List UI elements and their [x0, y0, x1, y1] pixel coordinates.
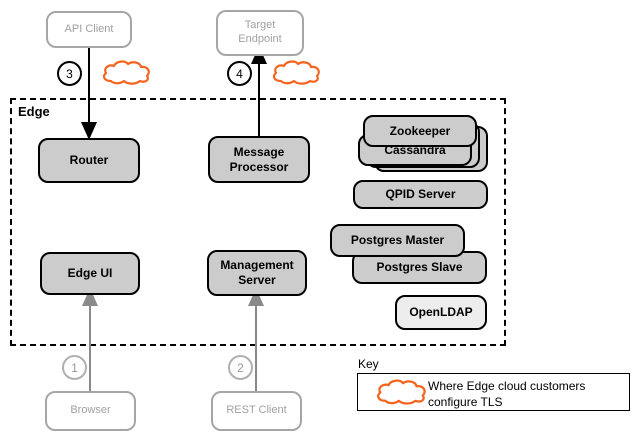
- key-entry-text: Where Edge cloud customers configure TLS: [428, 379, 586, 410]
- edge-boundary-label: Edge: [18, 104, 50, 119]
- step-marker-2-number: 2: [237, 360, 244, 375]
- node-management-server-label: Management Server: [220, 258, 294, 287]
- cloud-icon-step-4: [272, 60, 320, 85]
- step-marker-4[interactable]: 4: [227, 61, 252, 86]
- node-edge-ui[interactable]: Edge UI: [40, 252, 140, 295]
- node-router[interactable]: Router: [38, 138, 140, 183]
- key-box: [357, 373, 630, 411]
- node-openldap-label: OpenLDAP: [409, 305, 473, 319]
- step-marker-1[interactable]: 1: [62, 355, 87, 380]
- node-postgres-master[interactable]: Postgres Master: [330, 224, 465, 257]
- node-postgres-slave-label: Postgres Slave: [376, 260, 463, 274]
- step-marker-1-number: 1: [71, 360, 78, 375]
- node-qpid-server[interactable]: QPID Server: [353, 180, 488, 209]
- key-title: Key: [358, 357, 379, 371]
- node-browser-label: Browser: [70, 404, 111, 417]
- node-target-endpoint[interactable]: Target Endpoint: [216, 10, 304, 56]
- node-management-server[interactable]: Management Server: [207, 250, 307, 296]
- node-zookeeper[interactable]: Zookeeper: [363, 115, 477, 147]
- node-message-processor[interactable]: Message Processor: [208, 136, 310, 183]
- node-rest-client-label: REST Client: [226, 404, 287, 417]
- step-marker-2[interactable]: 2: [228, 355, 253, 380]
- step-marker-3[interactable]: 3: [57, 61, 82, 86]
- node-rest-client[interactable]: REST Client: [211, 391, 302, 431]
- key-cloud-icon: [377, 379, 426, 405]
- node-target-endpoint-label: Target Endpoint: [238, 19, 282, 45]
- node-browser[interactable]: Browser: [45, 391, 136, 431]
- node-openldap[interactable]: OpenLDAP: [395, 295, 487, 330]
- node-message-processor-label: Message Processor: [229, 144, 289, 174]
- step-marker-3-number: 3: [66, 66, 73, 81]
- node-postgres-master-label: Postgres Master: [350, 233, 445, 247]
- node-edge-ui-label: Edge UI: [67, 266, 113, 280]
- node-api-client-label: API Client: [64, 22, 114, 35]
- cloud-icon-step-3: [102, 60, 150, 85]
- node-router-label: Router: [69, 153, 109, 167]
- node-api-client[interactable]: API Client: [46, 11, 132, 48]
- node-zookeeper-label: Zookeeper: [389, 123, 451, 138]
- step-marker-4-number: 4: [236, 66, 243, 81]
- node-qpid-server-label: QPID Server: [385, 187, 456, 201]
